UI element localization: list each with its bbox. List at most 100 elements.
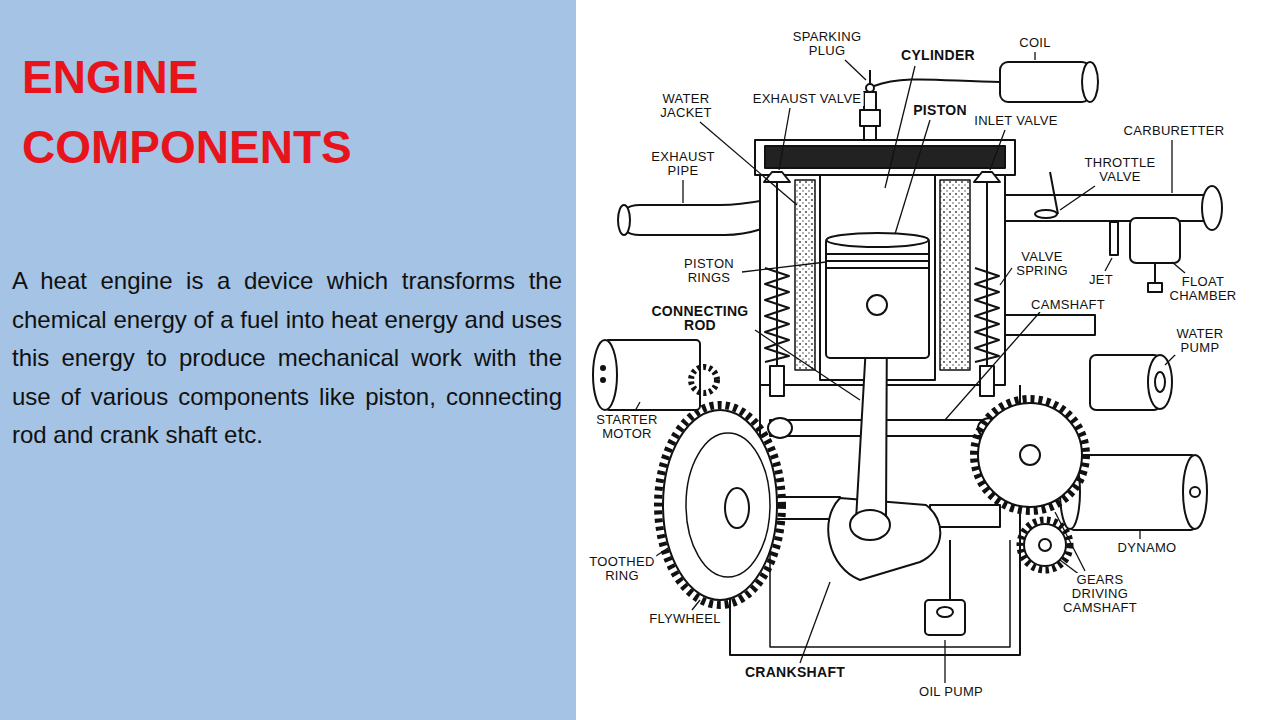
exhaust-valve [770, 366, 784, 396]
crankshaft [930, 505, 1000, 527]
ignition-coil [1000, 62, 1090, 102]
spark-plug [860, 110, 880, 126]
connecting-rod [850, 510, 890, 540]
camshaft-gears [1020, 445, 1040, 465]
piston [827, 233, 929, 247]
leader-lines [944, 640, 945, 683]
piston [826, 267, 929, 269]
piston [826, 238, 929, 358]
float-chamber [1154, 263, 1156, 283]
water-pump [1090, 355, 1172, 410]
body-text: A heat engine is a device which transfor… [12, 262, 562, 455]
float-chamber [1110, 222, 1118, 255]
cylinder-block [940, 180, 970, 370]
flywheel [663, 410, 777, 600]
part-label: VALVE SPRING [1014, 250, 1070, 278]
cylinder-head [755, 140, 1015, 175]
cylinder-head [765, 146, 1005, 168]
leader-lines [779, 108, 790, 170]
part-label: WATER JACKET [658, 92, 714, 120]
part-label: CARBURETTER [1122, 124, 1227, 138]
part-label: FLYWHEEL [647, 612, 723, 626]
flywheel [658, 405, 782, 605]
camshaft-gears [1024, 524, 1066, 566]
part-label: PISTON RINGS [682, 257, 736, 285]
flywheel [725, 488, 749, 528]
cylinder-block [760, 175, 1005, 385]
spark-plug [869, 70, 871, 84]
part-label: CONNECTING ROD [649, 304, 750, 332]
part-label: EXHAUST VALVE [751, 92, 864, 106]
throttle-lever [1050, 172, 1058, 214]
water-pump [1155, 372, 1165, 392]
throttle-lever [1035, 210, 1057, 218]
part-label: JET [1087, 273, 1115, 287]
leader-lines [945, 312, 1040, 420]
part-label: EXHAUST PIPE [649, 150, 716, 178]
oil-pump [937, 607, 953, 617]
starter-motor [593, 340, 717, 410]
leader-lines [1105, 258, 1112, 271]
exhaust-valve [764, 172, 790, 396]
water-pipe [1005, 315, 1095, 335]
part-label: THROTTLE VALVE [1082, 156, 1157, 184]
piston [826, 233, 929, 358]
inlet-valve [974, 172, 1000, 182]
piston [867, 295, 887, 315]
dynamo [1183, 455, 1207, 529]
camshaft-gears [1039, 539, 1051, 551]
spark-plug [866, 84, 874, 92]
leader-lines [885, 66, 915, 188]
part-label: GEARS DRIVING CAMSHAFT [1061, 573, 1139, 615]
engine-drawing [593, 62, 1222, 655]
part-label: FLOAT CHAMBER [1167, 275, 1238, 303]
cylinder-block [820, 175, 935, 380]
flywheel [686, 433, 770, 577]
starter-motor [691, 367, 717, 393]
water-pipe [1005, 315, 1095, 335]
leader-lines [692, 600, 700, 610]
part-label: CRANKSHAFT [743, 665, 847, 679]
part-label: STARTER MOTOR [594, 413, 660, 441]
camshaft-gears [974, 399, 1086, 511]
part-label: OIL PUMP [917, 685, 985, 699]
leader-lines [635, 52, 1185, 683]
starter-motor [601, 366, 605, 370]
starter-motor [601, 378, 605, 382]
oil-pump [925, 540, 965, 635]
part-label: INLET VALVE [972, 114, 1060, 128]
cylinder-block [760, 175, 1005, 385]
leader-lines [990, 130, 1005, 170]
throttle-lever [1035, 172, 1058, 218]
leader-lines [635, 402, 640, 411]
exhaust-valve [765, 268, 789, 362]
camshaft [768, 418, 792, 438]
leader-lines [1060, 186, 1095, 210]
ignition-coil [1082, 62, 1098, 102]
camshaft-gears [978, 403, 1082, 507]
leader-lines [1055, 512, 1085, 571]
leader-lines [1034, 52, 1035, 60]
part-label: TOOTHED RING [587, 555, 656, 583]
ignition-coil [874, 79, 1000, 86]
camshaft-gears [974, 399, 1086, 570]
float-chamber [1148, 283, 1162, 292]
leader-lines [895, 120, 930, 234]
leader-lines [755, 330, 860, 400]
leader-lines [845, 60, 866, 80]
part-label: CYLINDER [899, 48, 977, 62]
part-label: WATER PUMP [1175, 327, 1226, 355]
starter-motor [605, 340, 700, 410]
part-label: COIL [1017, 36, 1053, 50]
exhaust-pipe [618, 200, 765, 235]
part-label: PISTON [911, 103, 969, 117]
float-chamber [1130, 218, 1180, 263]
oil-pump [925, 600, 965, 635]
oil-pump [949, 540, 951, 600]
part-label: CAMSHAFT [1029, 298, 1107, 312]
inlet-pipe [1202, 186, 1222, 230]
inlet-valve [980, 366, 994, 396]
cylinder-head [755, 140, 1015, 175]
cylinder-block [795, 180, 815, 370]
